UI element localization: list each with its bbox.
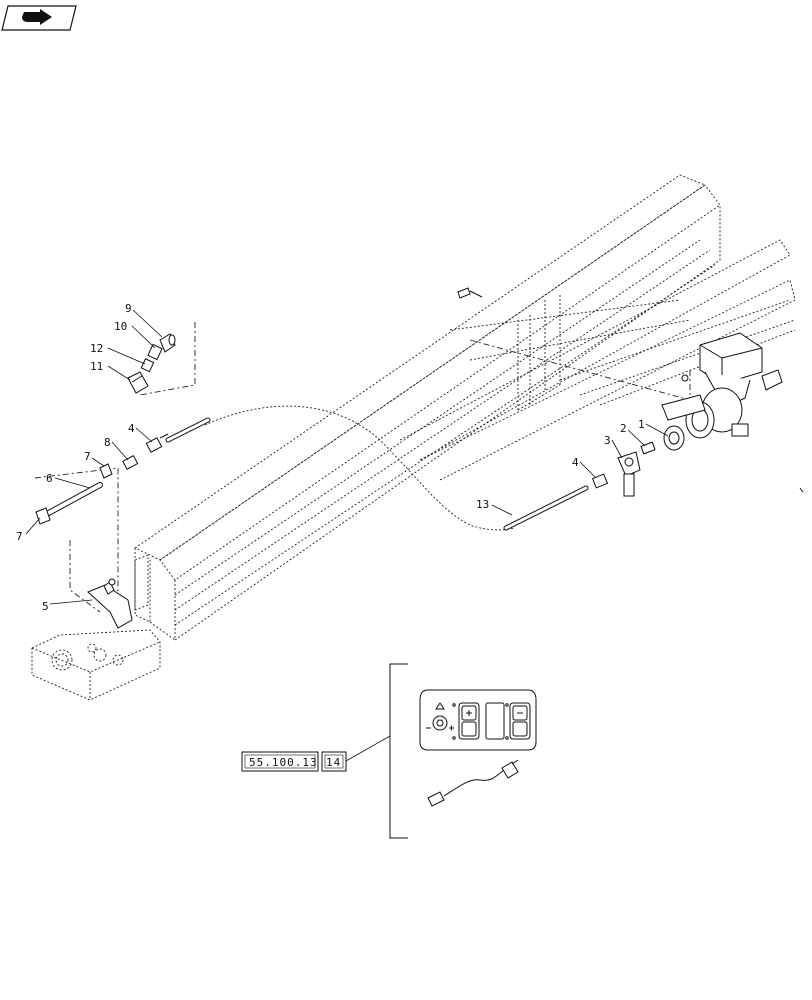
part-11-plug bbox=[127, 371, 149, 394]
section-reference-link[interactable]: 55.100.13 bbox=[241, 751, 319, 772]
part-4-fitting-lower bbox=[591, 473, 609, 489]
boom-structure bbox=[31, 174, 796, 701]
item-reference-box: 14 bbox=[321, 751, 347, 772]
bolt bbox=[457, 287, 483, 299]
rocker-switch-right bbox=[509, 702, 531, 740]
part-9-fitting bbox=[159, 333, 176, 353]
switch-panel bbox=[419, 689, 537, 751]
edge-tick bbox=[799, 487, 804, 493]
part-4-fitting-upper bbox=[145, 433, 169, 453]
callout-10: 10 bbox=[114, 320, 127, 333]
part-5-bracket bbox=[87, 578, 133, 629]
callout-12: 12 bbox=[90, 342, 103, 355]
item-reference-text: 14 bbox=[326, 756, 341, 769]
callout-9: 9 bbox=[125, 302, 132, 315]
next-page-arrow-icon bbox=[22, 9, 52, 25]
callout-4-lower: 4 bbox=[572, 456, 579, 469]
part-3-valve bbox=[617, 451, 641, 497]
section-reference-text: 55.100.13 bbox=[249, 756, 318, 769]
wire-harness bbox=[427, 759, 519, 807]
callout-7-upper: 7 bbox=[84, 450, 91, 463]
part-1-grommet bbox=[663, 425, 685, 451]
part-6-tube bbox=[42, 482, 103, 518]
hose-routing-path bbox=[204, 405, 516, 531]
knob-icon bbox=[426, 702, 454, 731]
rocker-switch-left bbox=[458, 702, 480, 740]
callout-8: 8 bbox=[104, 436, 111, 449]
callout-13: 13 bbox=[476, 498, 489, 511]
callout-11: 11 bbox=[90, 360, 103, 373]
callout-7-lower: 7 bbox=[16, 530, 23, 543]
part-12-connector bbox=[140, 358, 155, 373]
part-13-hose bbox=[503, 485, 589, 531]
callout-1: 1 bbox=[638, 418, 645, 431]
callout-4-upper: 4 bbox=[128, 422, 135, 435]
assembly-boundary-lines bbox=[34, 322, 691, 613]
callout-6: 6 bbox=[46, 472, 53, 485]
callout-leaders bbox=[25, 309, 669, 605]
reservoir-assembly bbox=[661, 332, 783, 439]
reference-group bbox=[345, 663, 408, 839]
next-page-button[interactable] bbox=[1, 5, 77, 31]
hose-segment-upper bbox=[165, 417, 211, 443]
callout-labels: 9 10 12 11 4 8 7 6 7 5 1 2 3 4 13 bbox=[16, 302, 645, 613]
switch-blank-slot bbox=[485, 702, 505, 740]
part-7-clamp-upper bbox=[99, 463, 113, 479]
callout-5: 5 bbox=[42, 600, 49, 613]
callout-2: 2 bbox=[620, 422, 627, 435]
part-10-connector bbox=[147, 343, 163, 361]
part-8-coupler bbox=[122, 454, 139, 470]
callout-3: 3 bbox=[604, 434, 611, 447]
